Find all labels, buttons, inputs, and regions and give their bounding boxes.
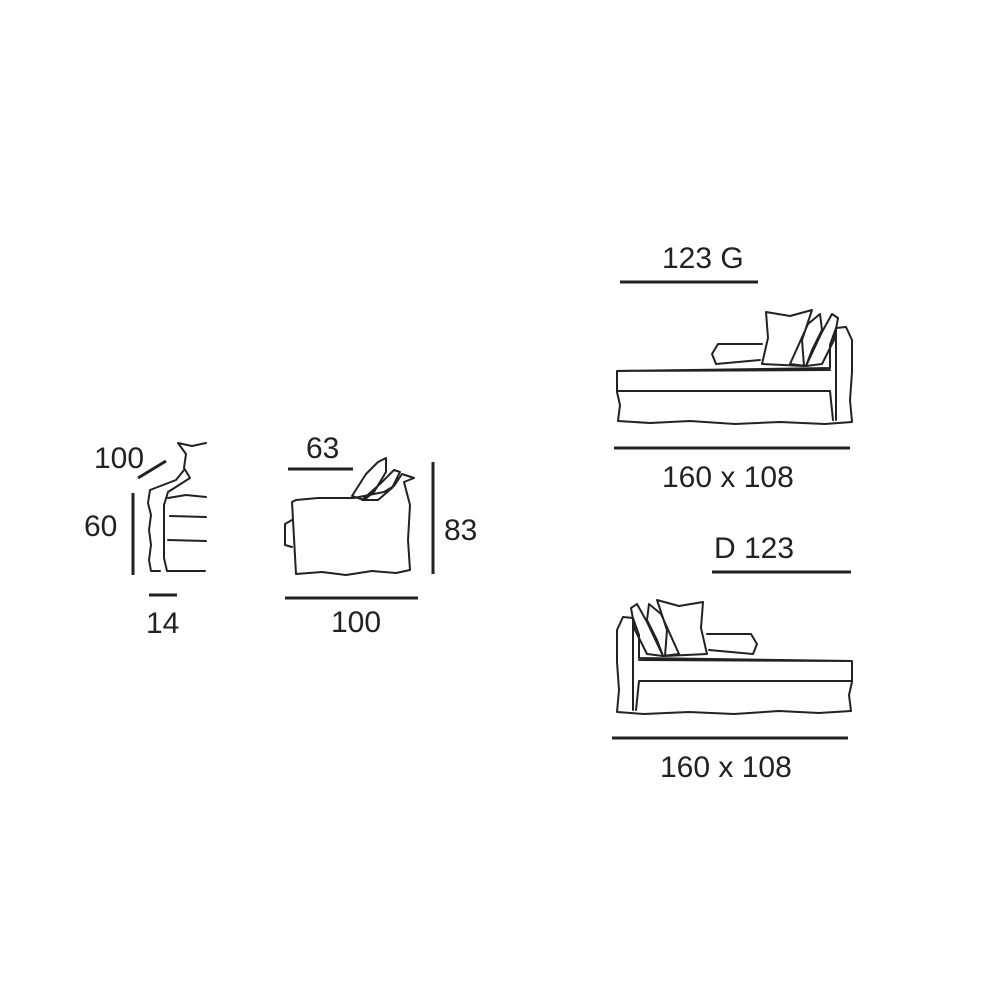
chaise-left-dimensions: 160 x 108 <box>662 461 794 494</box>
chaise-left-bolster <box>711 343 763 365</box>
side-view-outline <box>284 473 415 576</box>
side-view-cushions <box>351 457 401 501</box>
side-depth-label: 100 <box>331 606 381 639</box>
arm-top-dimension-label: 100 <box>94 442 144 475</box>
side-height-label: 83 <box>444 514 477 547</box>
arm-section-view: 100 60 14 <box>84 442 207 640</box>
chaise-left-view: 123 G 160 x 108 <box>614 242 853 494</box>
chaise-left-pillows <box>761 309 839 367</box>
arm-width-dimension-label: 14 <box>146 607 179 640</box>
chaise-right-base <box>616 616 853 715</box>
arm-top-dimension-line <box>137 459 167 480</box>
chaise-left-base <box>616 326 853 425</box>
chaise-right-pillows <box>630 599 708 657</box>
side-seat-depth-label: 63 <box>306 432 339 465</box>
chaise-left-label: 123 G <box>662 242 744 275</box>
arm-section-outline <box>147 442 207 572</box>
arm-height-dimension-label: 60 <box>84 510 117 543</box>
chaise-right-bolster <box>706 633 758 655</box>
chaise-right-label: D 123 <box>714 532 794 565</box>
side-view: 63 83 100 <box>284 432 477 639</box>
chaise-right-view: D 123 160 x 108 <box>612 532 853 784</box>
chaise-right-dimensions: 160 x 108 <box>660 751 792 784</box>
